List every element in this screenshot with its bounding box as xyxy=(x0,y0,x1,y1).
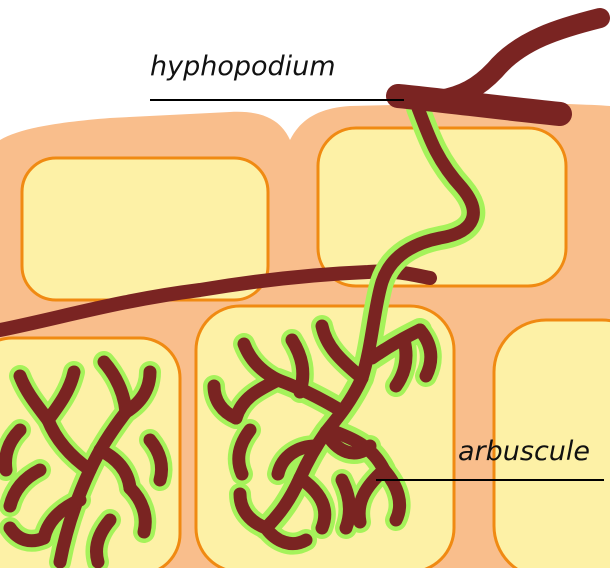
hyphopodium-label: hyphopodium xyxy=(150,53,336,80)
extraradical-hypha xyxy=(440,18,600,100)
arbuscule-label: arbuscule xyxy=(458,438,590,465)
